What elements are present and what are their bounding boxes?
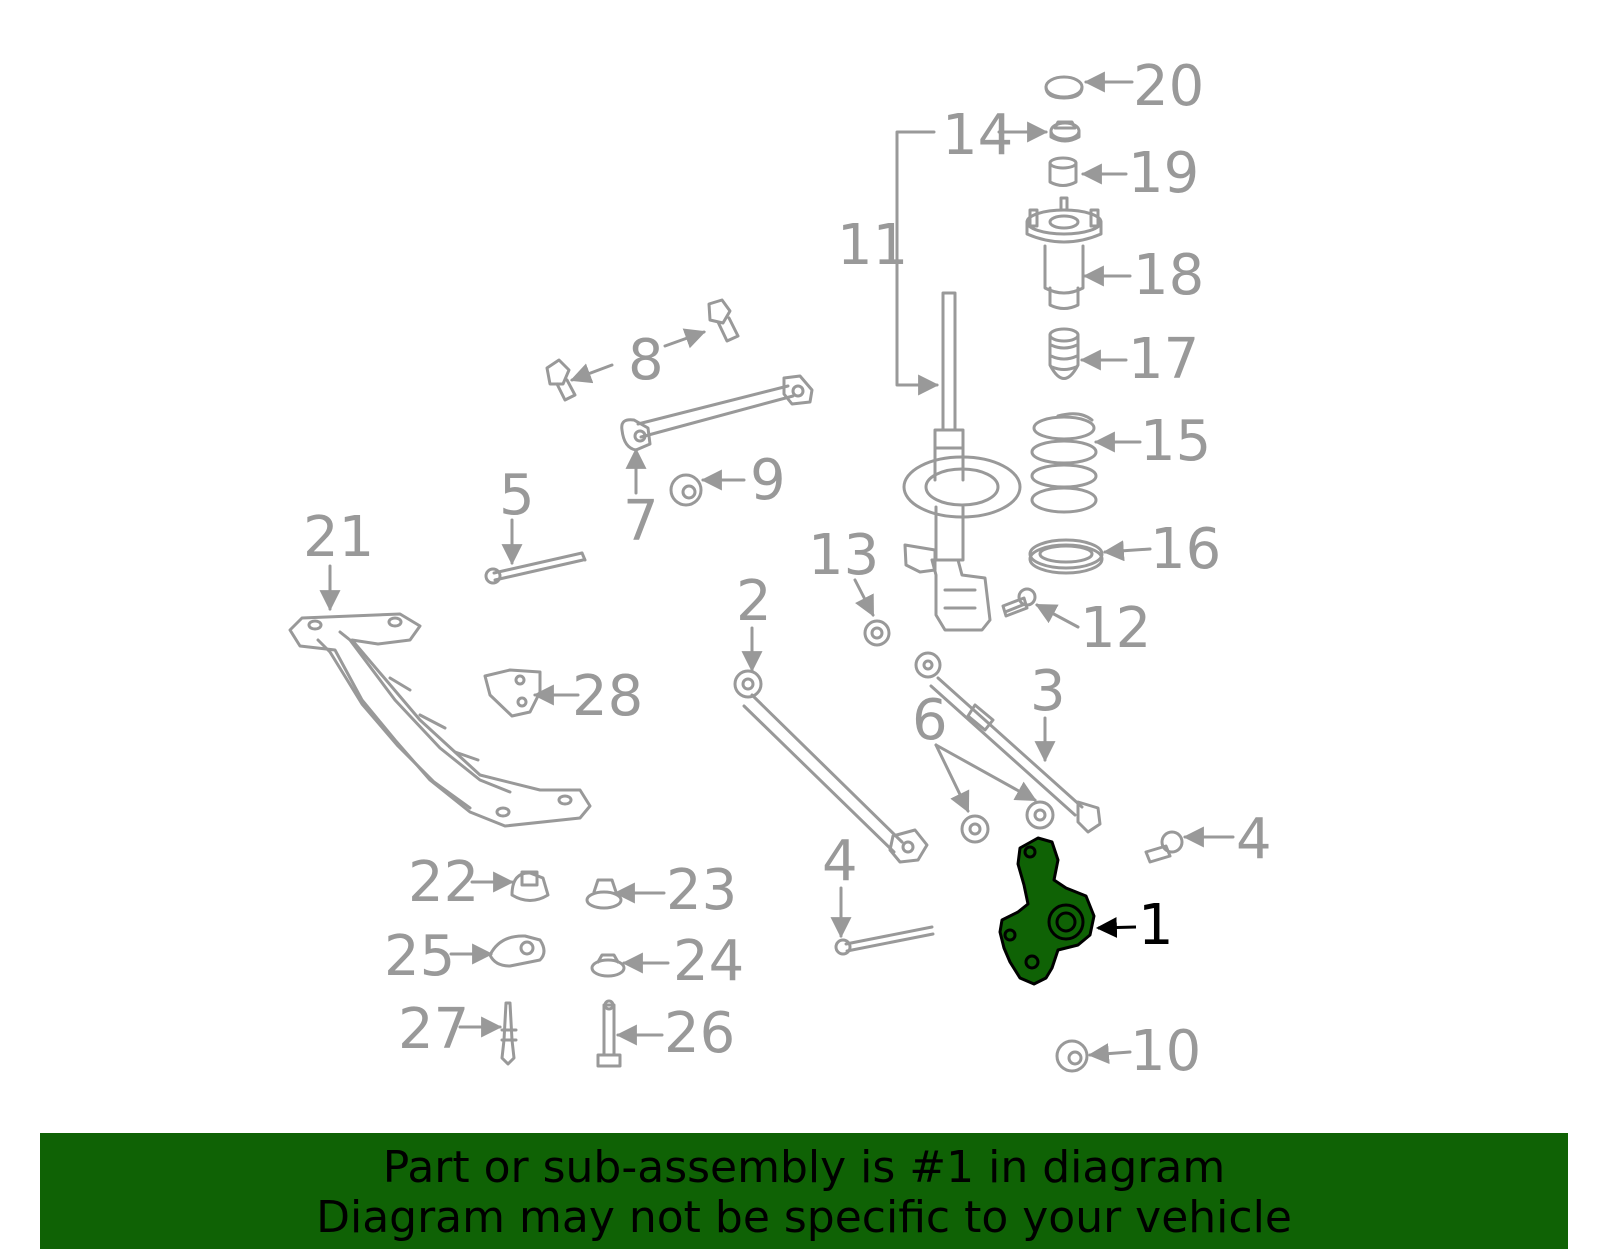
- callout-7: 7: [623, 489, 659, 554]
- callout-23: 23: [666, 858, 737, 923]
- part-28-bracket: [483, 668, 542, 718]
- info-banner: Part or sub-assembly is #1 in diagram Di…: [40, 1133, 1568, 1249]
- callout-16: 16: [1150, 517, 1221, 582]
- part-18-strut-mount: [1025, 196, 1103, 310]
- part-4-bolts: [834, 830, 1184, 956]
- part-13-nut: [863, 619, 891, 647]
- callout-1-arrow: [1095, 917, 1137, 938]
- banner-line-1: Part or sub-assembly is #1 in diagram: [382, 1142, 1226, 1193]
- callout-1: 1: [1138, 893, 1174, 958]
- part-19-bushing: [1048, 156, 1078, 187]
- callout-6: 6: [912, 688, 948, 753]
- callout-17: 17: [1128, 327, 1199, 392]
- callout-5: 5: [499, 463, 535, 528]
- part-6-nuts: [960, 800, 1055, 844]
- banner-line-2: Diagram may not be specific to your vehi…: [316, 1192, 1292, 1243]
- part-9-nut: [669, 473, 703, 507]
- part-17-bump-stop: [1048, 327, 1080, 380]
- part-27-stud: [500, 1001, 518, 1066]
- part-15-coil-spring: [1030, 412, 1098, 514]
- part-22-mount: [510, 870, 550, 902]
- part-3-link: [914, 651, 1102, 834]
- part-11-strut: [902, 291, 1022, 632]
- part-7-link: [620, 374, 814, 452]
- part-1-knuckle-highlighted[interactable]: [998, 836, 1096, 986]
- callout-24: 24: [673, 929, 744, 994]
- callout-19: 19: [1128, 141, 1199, 206]
- part-21-crossmember: [288, 612, 592, 828]
- callout-18: 18: [1133, 243, 1204, 308]
- callout-20: 20: [1133, 54, 1204, 119]
- callout-22: 22: [408, 850, 479, 915]
- part-16-spring-seat: [1028, 538, 1104, 575]
- callout-27: 27: [398, 997, 469, 1062]
- part-8-bolts: [545, 298, 740, 402]
- callout-13: 13: [808, 523, 879, 588]
- callout-25: 25: [384, 924, 455, 989]
- callout-21: 21: [303, 505, 374, 570]
- callout-9: 9: [750, 448, 786, 513]
- part-5-bolt: [484, 551, 587, 585]
- callout-14: 14: [942, 103, 1013, 168]
- callout-15: 15: [1140, 409, 1211, 474]
- part-26-bolt: [596, 999, 622, 1068]
- callout-3: 3: [1030, 659, 1066, 724]
- callout-labels: 20 14 19 11 18 17 8 15 9 5 7 21 16 13 2 …: [303, 54, 1272, 1084]
- part-24-washer: [590, 953, 626, 978]
- callout-10: 10: [1130, 1019, 1201, 1084]
- part-20-cap: [1044, 75, 1084, 100]
- part-14-nut: [1049, 120, 1081, 143]
- callout-2: 2: [736, 569, 772, 634]
- callout-4-right: 4: [1236, 807, 1272, 872]
- part-10-nut: [1055, 1039, 1089, 1073]
- callout-11: 11: [837, 213, 908, 278]
- callout-4-lower: 4: [822, 829, 858, 894]
- callout-8: 8: [628, 328, 664, 393]
- leader-lines: [319, 71, 1235, 1065]
- part-12-bolt: [1001, 587, 1037, 618]
- part-25-mount: [488, 934, 546, 968]
- callout-12: 12: [1080, 596, 1151, 661]
- callout-28: 28: [572, 664, 643, 729]
- callout-26: 26: [664, 1001, 735, 1066]
